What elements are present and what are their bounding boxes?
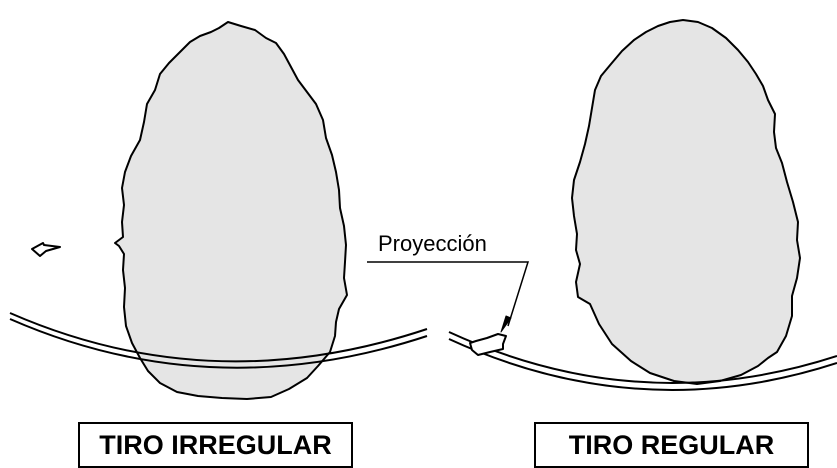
regular-stone: [571, 19, 801, 385]
grinding-wheel-arc-left: [9, 312, 428, 363]
projection-label: Proyección: [378, 231, 487, 256]
callout-arrowhead: [500, 315, 512, 333]
projection-bump: [469, 333, 507, 356]
stone-chip: [31, 242, 61, 257]
caption-irregular: TIRO IRREGULAR: [78, 422, 353, 468]
grinding-wheel-arc-right: [448, 331, 837, 384]
grinding-wheel-arc-left-inner: [9, 318, 428, 369]
irregular-stone: [114, 21, 348, 400]
callout-leader: [367, 261, 530, 327]
caption-regular: TIRO REGULAR: [534, 422, 809, 468]
grinding-wheel-arc-right-inner: [448, 338, 837, 391]
